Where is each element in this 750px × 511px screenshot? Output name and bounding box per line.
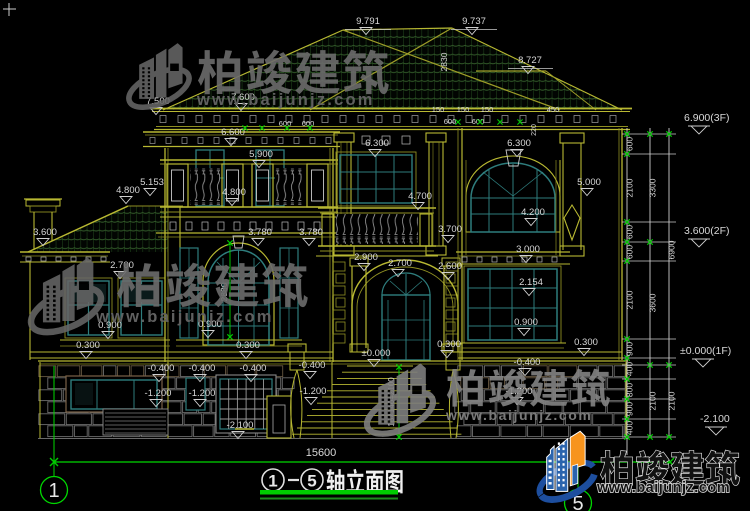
svg-text:2.700: 2.700 bbox=[110, 260, 134, 271]
svg-text:-0.400: -0.400 bbox=[240, 363, 267, 374]
svg-text:-0.400: -0.400 bbox=[514, 357, 541, 368]
svg-text:6.900(3F): 6.900(3F) bbox=[684, 112, 730, 124]
svg-text:2100: 2100 bbox=[667, 391, 677, 410]
svg-text:7.500: 7.500 bbox=[146, 96, 170, 107]
svg-text:www.baijunjz.com: www.baijunjz.com bbox=[445, 407, 592, 423]
svg-text:4.700: 4.700 bbox=[408, 191, 432, 202]
svg-text:-1.200: -1.200 bbox=[189, 388, 216, 399]
svg-text:3.000: 3.000 bbox=[516, 244, 540, 255]
svg-text:220: 220 bbox=[531, 124, 538, 136]
svg-text:3.780: 3.780 bbox=[299, 227, 323, 238]
svg-text:3.780: 3.780 bbox=[248, 227, 272, 238]
svg-text:6900: 6900 bbox=[667, 240, 677, 259]
svg-text:-1.200: -1.200 bbox=[300, 386, 327, 397]
svg-text:0.900: 0.900 bbox=[98, 320, 122, 331]
svg-text:3.600(2F): 3.600(2F) bbox=[684, 225, 730, 237]
svg-text:900: 900 bbox=[625, 402, 635, 416]
svg-text:6.300: 6.300 bbox=[365, 138, 389, 149]
svg-text:www.baijunjz.com: www.baijunjz.com bbox=[596, 480, 730, 496]
svg-text:6.300: 6.300 bbox=[507, 138, 531, 149]
svg-text:www.baijunjz.com: www.baijunjz.com bbox=[596, 480, 730, 496]
svg-text:0.300: 0.300 bbox=[574, 337, 598, 348]
svg-text:9.737: 9.737 bbox=[462, 16, 486, 27]
svg-text:600: 600 bbox=[625, 137, 635, 151]
svg-text:-0.400: -0.400 bbox=[299, 360, 326, 371]
svg-text:±0.000: ±0.000 bbox=[362, 348, 391, 359]
svg-text:600: 600 bbox=[444, 117, 457, 126]
svg-text:5: 5 bbox=[572, 493, 583, 511]
svg-text:800: 800 bbox=[625, 383, 635, 397]
svg-text:7.600: 7.600 bbox=[231, 92, 255, 103]
svg-text:0.300: 0.300 bbox=[437, 339, 461, 350]
svg-text:0.300: 0.300 bbox=[236, 340, 260, 351]
svg-text:15600: 15600 bbox=[306, 447, 337, 459]
svg-text:900: 900 bbox=[625, 342, 635, 356]
svg-text:-2.100: -2.100 bbox=[227, 420, 254, 431]
svg-text:3300: 3300 bbox=[648, 178, 658, 197]
svg-text:5.000: 5.000 bbox=[577, 177, 601, 188]
svg-text:450: 450 bbox=[547, 105, 560, 114]
svg-text:5.153: 5.153 bbox=[140, 177, 164, 188]
svg-text:3.600: 3.600 bbox=[33, 227, 57, 238]
svg-text:0.900: 0.900 bbox=[198, 319, 222, 330]
svg-text:5.900: 5.900 bbox=[249, 149, 273, 160]
svg-text:2100: 2100 bbox=[648, 391, 658, 410]
svg-text:4.200: 4.200 bbox=[521, 207, 545, 218]
svg-text:8.727: 8.727 bbox=[518, 55, 542, 66]
svg-text:400: 400 bbox=[625, 421, 635, 435]
svg-text:0.300: 0.300 bbox=[76, 340, 100, 351]
svg-text:3600: 3600 bbox=[648, 293, 658, 312]
svg-text:1: 1 bbox=[268, 472, 277, 491]
svg-text:2100: 2100 bbox=[625, 178, 635, 197]
svg-text:www.baijunjz.com: www.baijunjz.com bbox=[196, 91, 375, 109]
svg-text:4.800: 4.800 bbox=[222, 187, 246, 198]
svg-text:600: 600 bbox=[302, 119, 315, 128]
svg-text:2.154: 2.154 bbox=[519, 277, 543, 288]
svg-text:4.800: 4.800 bbox=[116, 185, 140, 196]
svg-text:-1.200: -1.200 bbox=[145, 388, 172, 399]
svg-text:150: 150 bbox=[481, 105, 494, 114]
svg-text:2100: 2100 bbox=[625, 290, 635, 309]
svg-text:-0.400: -0.400 bbox=[189, 363, 216, 374]
svg-text:2830: 2830 bbox=[439, 52, 449, 71]
svg-text:6.600: 6.600 bbox=[221, 127, 245, 138]
svg-text:9.791: 9.791 bbox=[356, 16, 380, 27]
svg-text:600: 600 bbox=[625, 225, 635, 239]
svg-text:600: 600 bbox=[279, 119, 292, 128]
svg-text:150: 150 bbox=[432, 105, 445, 114]
svg-text:5: 5 bbox=[307, 472, 316, 491]
svg-text:±0.000(1F): ±0.000(1F) bbox=[680, 345, 731, 357]
svg-text:0.900: 0.900 bbox=[514, 317, 538, 328]
svg-text:3.700: 3.700 bbox=[438, 224, 462, 235]
svg-text:2.600: 2.600 bbox=[438, 261, 462, 272]
svg-text:400: 400 bbox=[625, 362, 635, 376]
svg-text:-0.400: -0.400 bbox=[148, 363, 175, 374]
svg-text:www.baijunjz.com: www.baijunjz.com bbox=[95, 308, 274, 326]
svg-text:2.900: 2.900 bbox=[354, 252, 378, 263]
svg-text:600: 600 bbox=[625, 245, 635, 259]
svg-text:-2.100: -2.100 bbox=[700, 413, 730, 425]
svg-text:600: 600 bbox=[472, 117, 485, 126]
svg-text:1: 1 bbox=[48, 480, 59, 502]
svg-text:2.700: 2.700 bbox=[388, 258, 412, 269]
svg-text:150: 150 bbox=[457, 105, 470, 114]
